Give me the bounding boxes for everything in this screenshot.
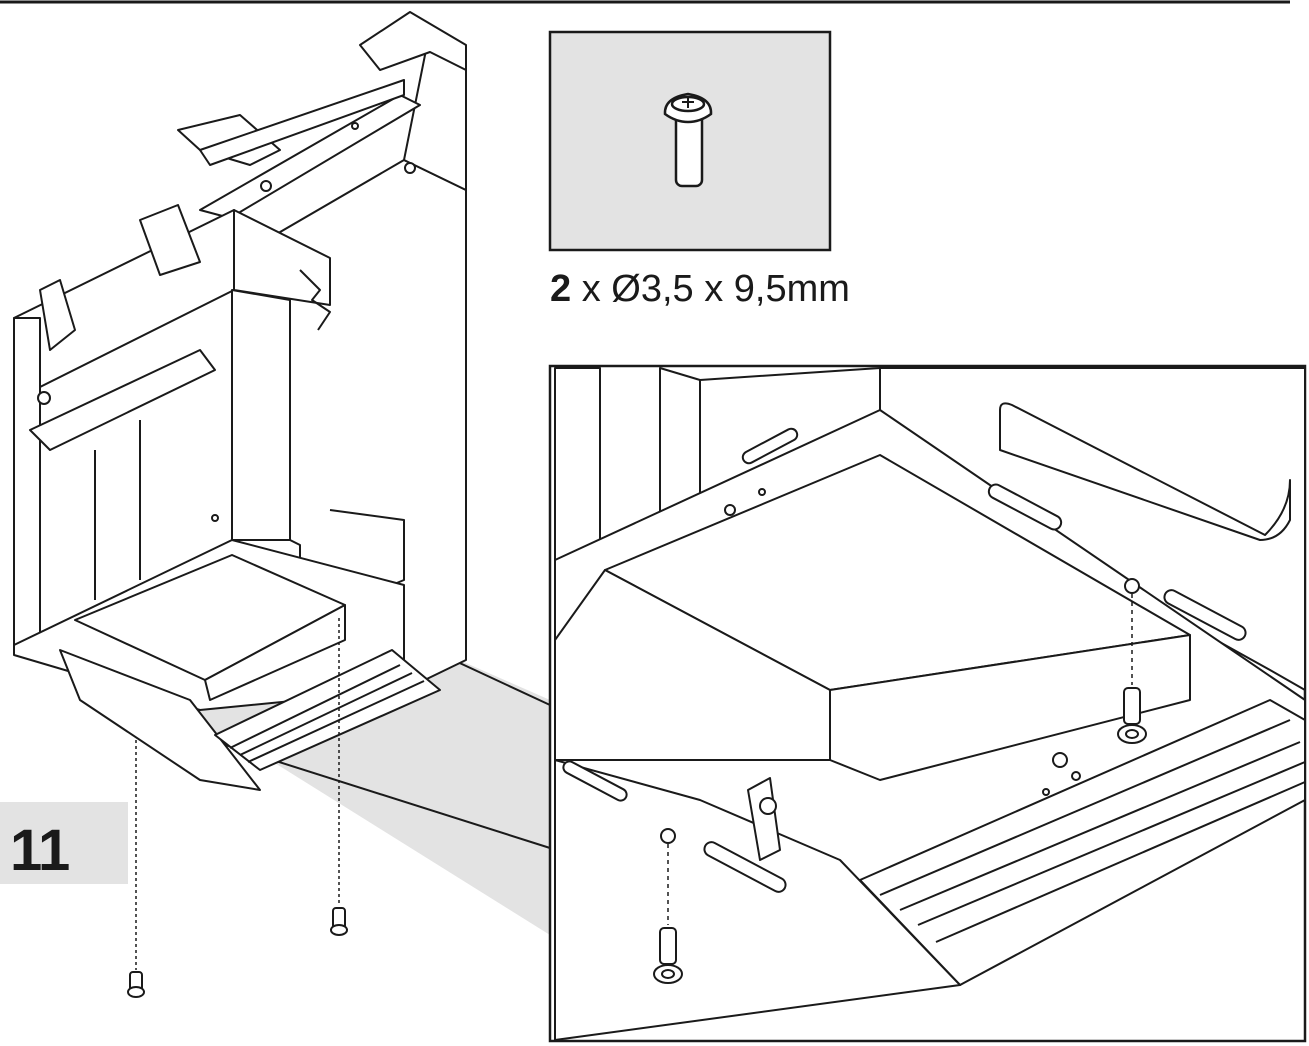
screw-spec-label: 2 x Ø3,5 x 9,5mm (550, 270, 850, 308)
zoom-screws (653, 687, 1147, 984)
detail-zoom-illustration (548, 364, 1307, 1043)
loose-screws (127, 907, 348, 998)
screw-guides (135, 618, 340, 970)
screw-quantity: 2 (550, 268, 572, 310)
screw-icon (663, 92, 713, 188)
step-number-badge (0, 802, 128, 884)
screw-dimensions: x Ø3,5 x 9,5mm (571, 268, 850, 310)
cabinet-frame-illustration (13, 11, 467, 791)
step-number: 11 (10, 818, 70, 883)
